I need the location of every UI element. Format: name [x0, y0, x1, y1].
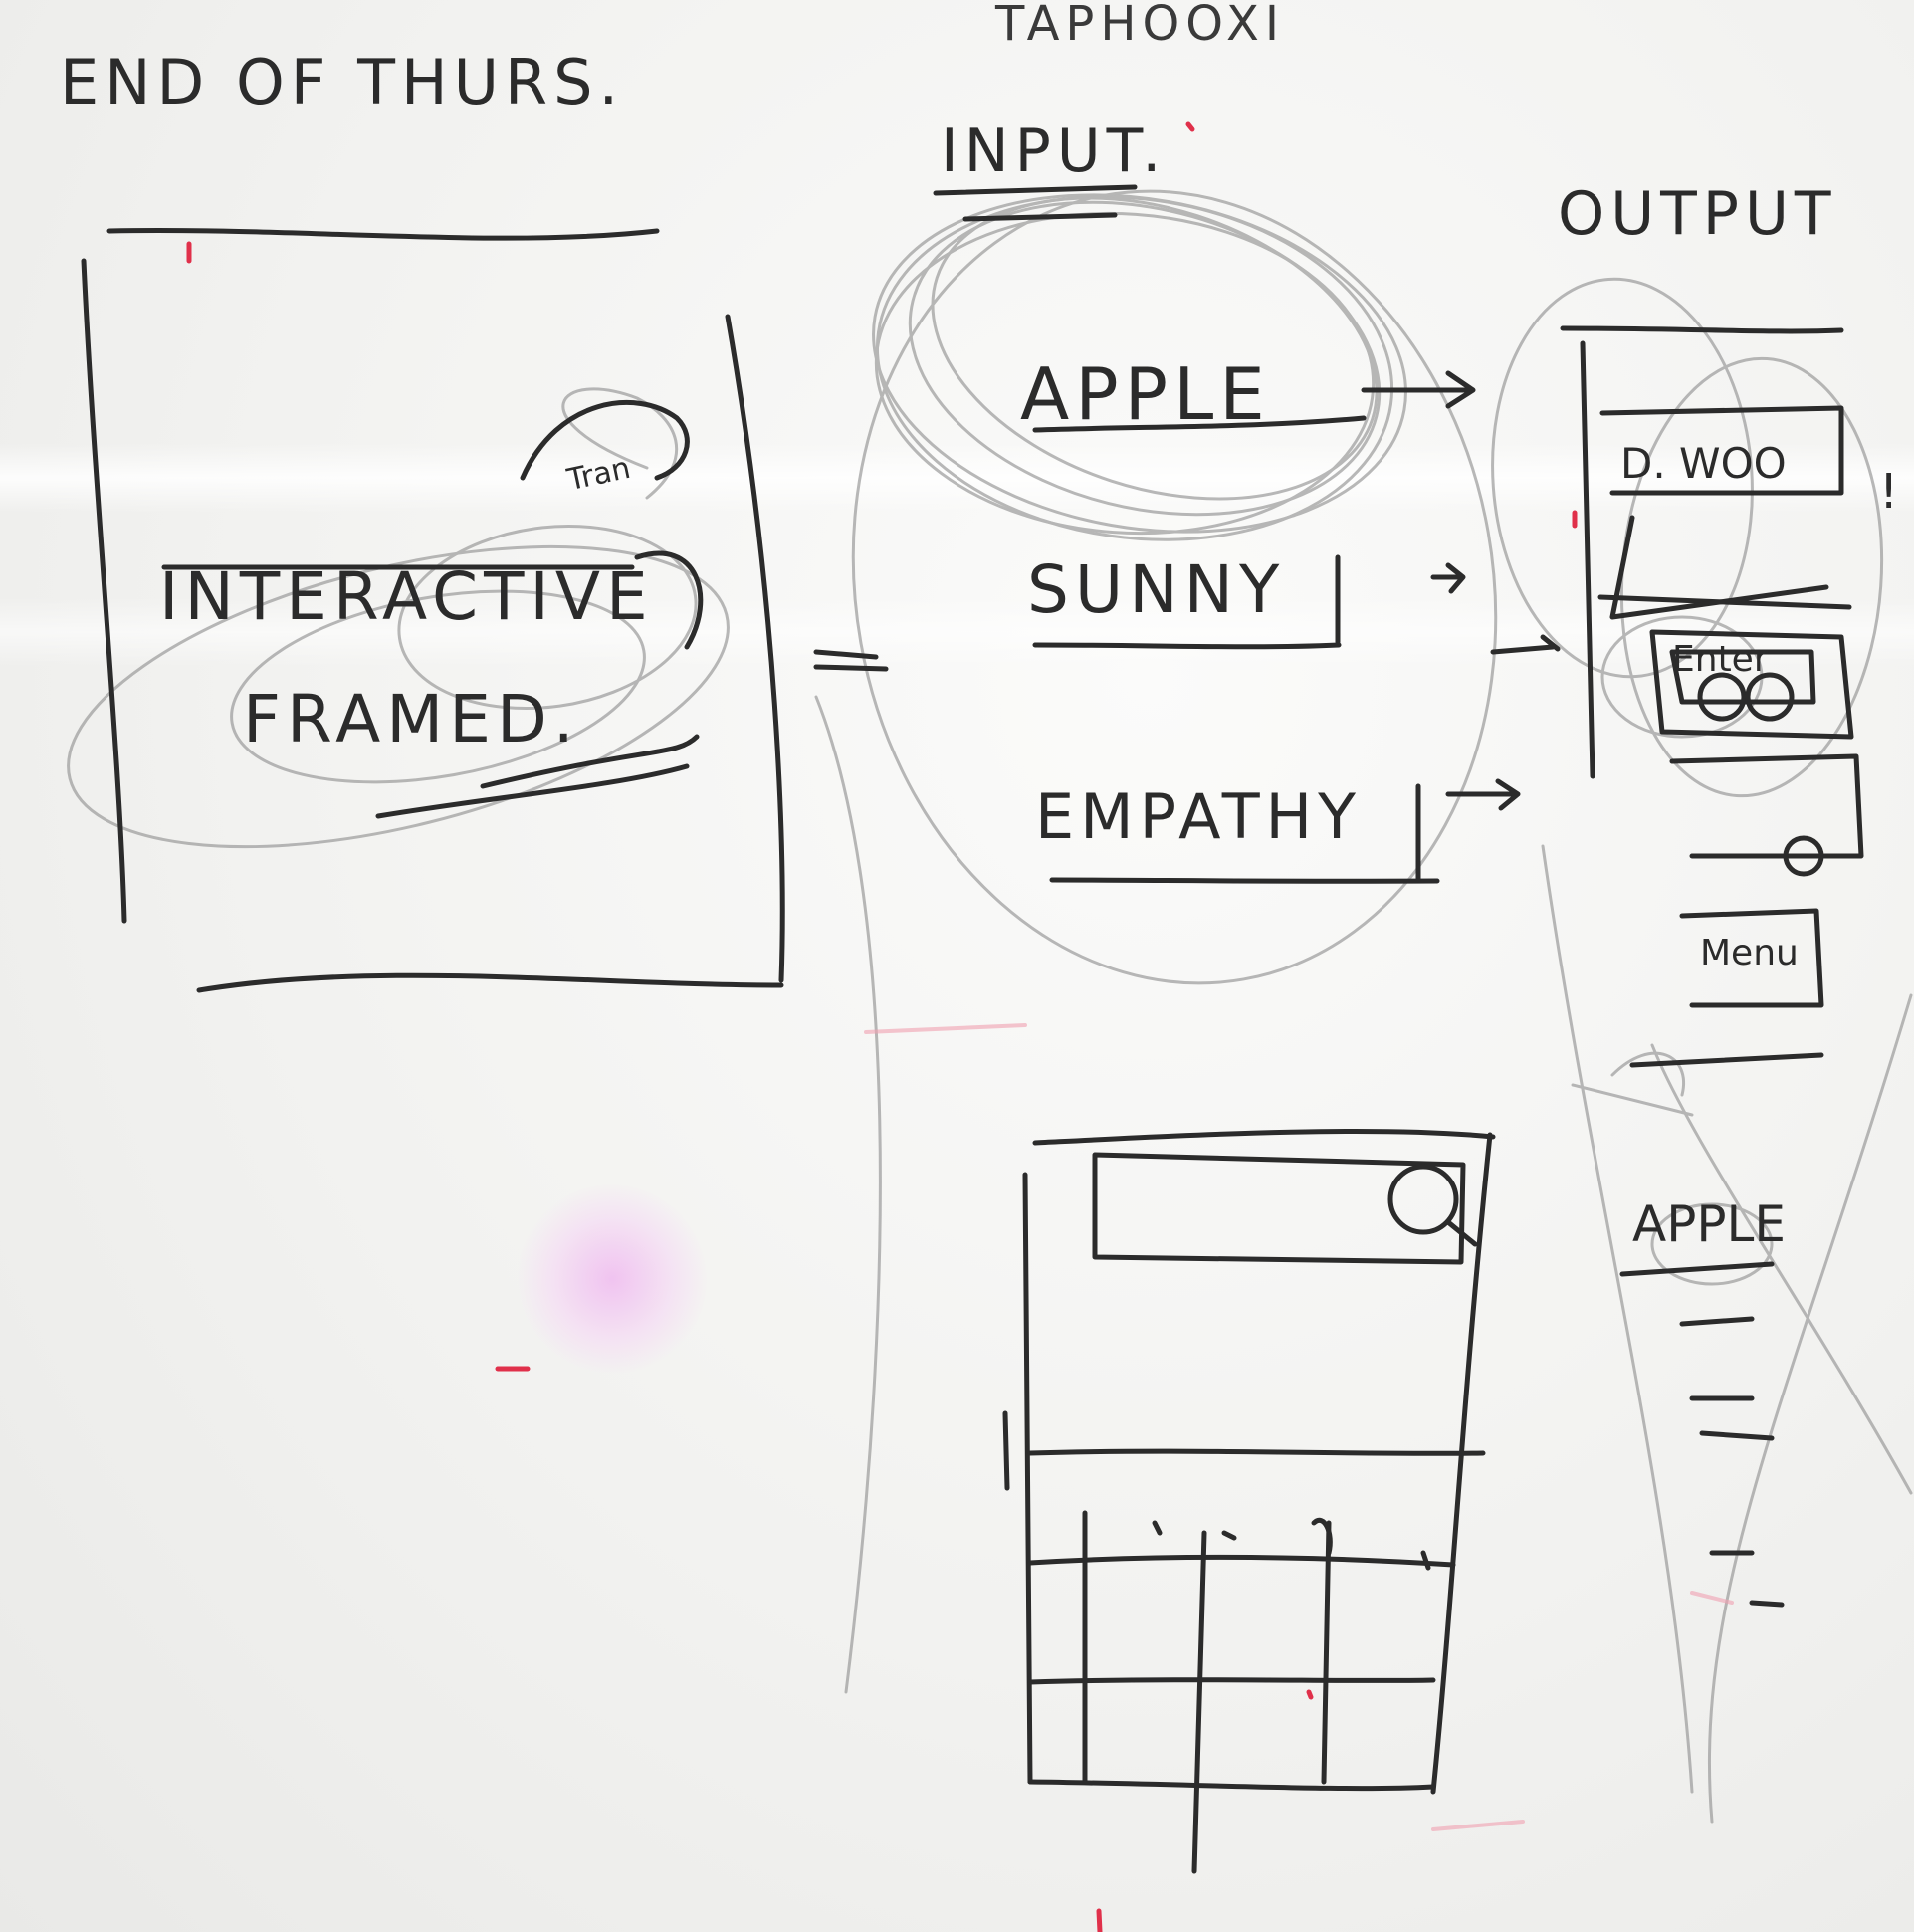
- input-item-sunny: SUNNY: [1027, 551, 1286, 628]
- output-heading: OUTPUT: [1558, 179, 1837, 249]
- input-item-apple: APPLE: [1020, 352, 1271, 436]
- cut-off-heading: TAPHOOXI: [995, 0, 1285, 52]
- output-card-apple: APPLE: [1632, 1195, 1786, 1253]
- left-title-line1: INTERACTIVE: [159, 558, 654, 635]
- deadline-heading: END OF THURS.: [60, 46, 625, 118]
- magnifier-icon: [1388, 1165, 1458, 1234]
- input-heading: INPUT.: [941, 116, 1168, 186]
- input-item-empathy: EMPATHY: [1035, 780, 1363, 853]
- pink-smudges: [864, 1023, 1734, 1831]
- output-card-name: D. WOO: [1620, 439, 1787, 488]
- output-card-enter: Enter: [1672, 639, 1769, 680]
- output-exclaim: !: [1879, 464, 1899, 520]
- magenta-smudge: [518, 1184, 707, 1374]
- output-card-menu: Menu: [1700, 933, 1799, 973]
- ink-strokes: [81, 184, 1864, 1874]
- ghost-strokes: [67, 189, 1913, 1824]
- light-reflection: [0, 597, 1914, 667]
- red-marker-dots: [186, 121, 1578, 1932]
- left-title-line2: FRAMED.: [243, 681, 580, 757]
